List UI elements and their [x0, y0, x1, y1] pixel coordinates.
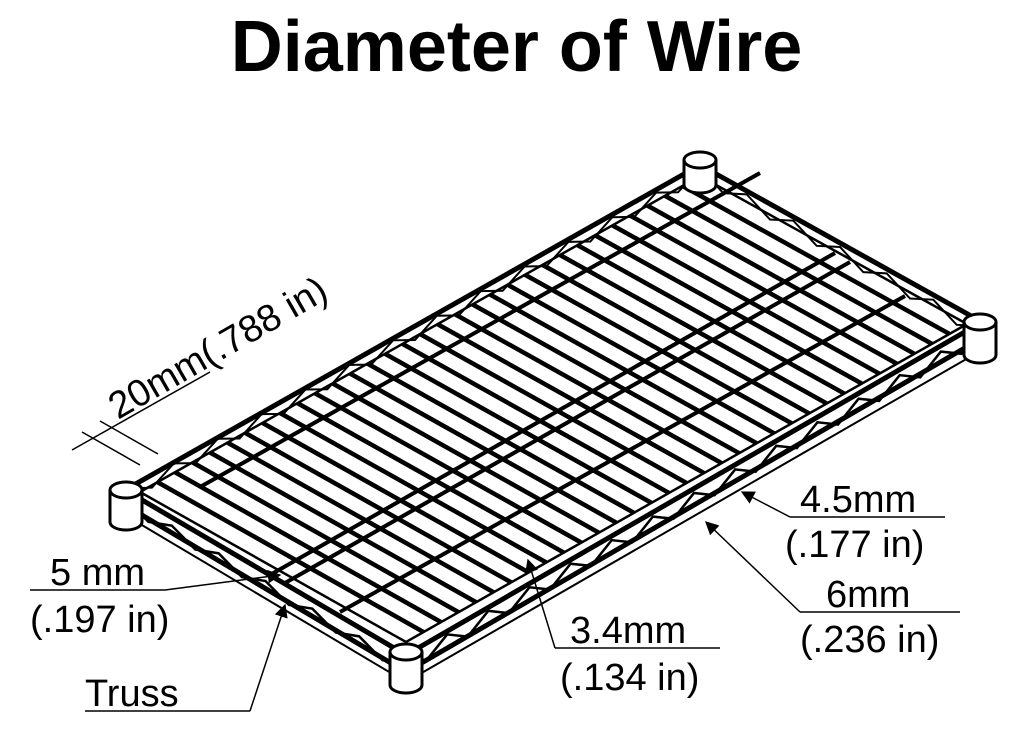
cross-wire: [401, 341, 671, 495]
label-4-5mm-in: (.177 in): [785, 524, 924, 566]
cross-wire: [208, 450, 478, 605]
cross-wires: [156, 183, 951, 635]
cross-wire: [646, 203, 916, 356]
cross-wire: [331, 381, 600, 535]
cross-wire: [191, 460, 460, 615]
truss-back: [129, 167, 981, 489]
label-3-4mm-in: (.134 in): [560, 657, 699, 699]
cross-wire: [278, 411, 548, 565]
label-3-4mm: 3.4mm: [570, 610, 686, 652]
cross-wire: [558, 253, 828, 406]
cross-wire: [226, 440, 495, 595]
post-right: [962, 312, 998, 365]
truss-zigzag-front: [405, 327, 983, 662]
post-front: [388, 642, 424, 695]
post-back-right: [682, 150, 718, 195]
truss-front: [124, 327, 983, 666]
truss-zigzag-right: [699, 167, 981, 327]
label-5mm: 5 mm: [50, 552, 145, 594]
cross-wire: [663, 193, 934, 346]
cross-wire: [488, 292, 758, 446]
label-truss: Truss: [85, 673, 179, 715]
cross-wire: [628, 213, 898, 366]
cross-wire: [418, 332, 688, 485]
support-rails: [199, 171, 906, 614]
label-6mm: 6mm: [826, 574, 910, 616]
dimension-lines: [30, 371, 960, 712]
corner-posts: [108, 150, 998, 695]
cross-wire: [348, 371, 618, 525]
cross-wire: [576, 243, 846, 396]
truss-zigzag-back: [129, 167, 701, 489]
cross-wire: [243, 430, 513, 585]
cross-wire: [471, 302, 741, 456]
page-title: Diameter of Wire: [230, 7, 803, 87]
cross-wire: [506, 282, 776, 436]
cross-wire: [296, 401, 565, 555]
cross-wire: [366, 361, 636, 515]
label-5mm-in: (.197 in): [30, 599, 169, 641]
cross-wire: [436, 322, 706, 476]
cross-wire: [453, 312, 723, 466]
label-6mm-in: (.236 in): [800, 619, 939, 661]
cross-wire: [523, 272, 793, 426]
cross-wire: [261, 420, 530, 575]
cross-wire: [383, 351, 653, 505]
truss-zigzag-side: [124, 497, 407, 666]
post-back-left: [108, 480, 144, 532]
cross-wire: [313, 391, 583, 545]
cross-wire: [681, 183, 951, 336]
cross-wire: [611, 223, 881, 376]
cross-wire: [541, 262, 811, 416]
cross-wire: [593, 233, 863, 386]
cross-wire: [173, 470, 443, 625]
cross-wire: [156, 480, 425, 635]
label-4-5mm: 4.5mm: [800, 479, 916, 521]
